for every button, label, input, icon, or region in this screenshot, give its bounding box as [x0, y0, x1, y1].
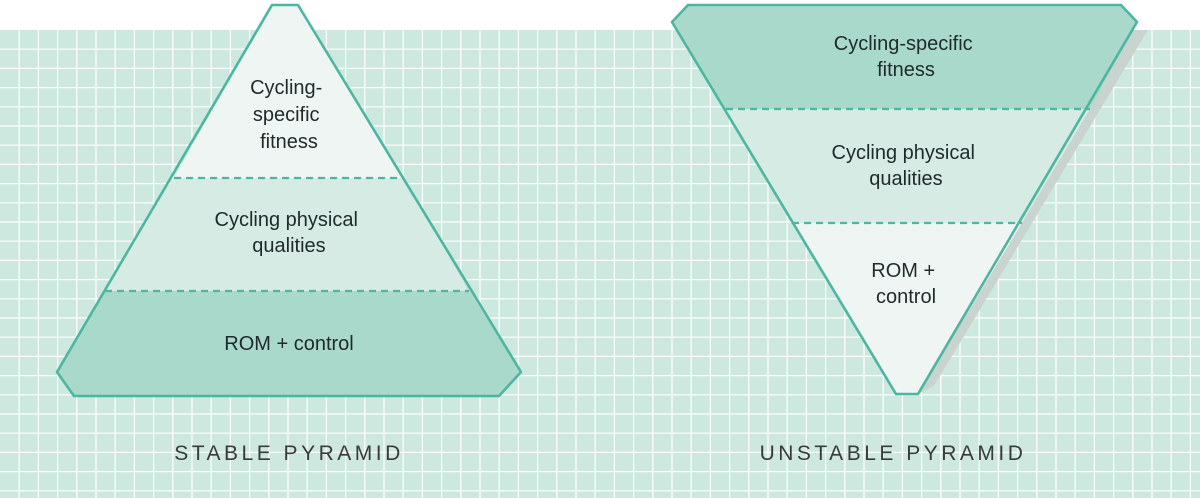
stable-pyramid: Cycling- specific fitness Cycling physic…	[55, 3, 523, 465]
unstable-middle-line-2: qualities	[869, 168, 942, 190]
stable-middle-line-2: qualities	[252, 235, 325, 257]
unstable-top-line-2: fitness	[877, 59, 935, 81]
unstable-tier-middle	[726, 109, 1090, 223]
unstable-pyramid-caption: UNSTABLE PYRAMID	[760, 442, 1027, 465]
unstable-bottom-line-2: control	[876, 286, 936, 308]
stable-tier-top	[174, 5, 404, 178]
unstable-tier-top	[672, 5, 1137, 109]
unstable-pyramid-shadow	[918, 30, 1148, 394]
unstable-middle-label: Cycling physical qualities	[832, 142, 981, 190]
unstable-bottom-label: ROM + control	[871, 260, 940, 308]
stable-top-line-3: fitness	[260, 131, 318, 153]
stable-pyramid-outline	[55, 3, 523, 398]
stable-tier-bottom	[57, 291, 521, 396]
unstable-top-label: Cycling-specific fitness	[834, 33, 979, 81]
unstable-middle-line-1: Cycling physical	[832, 142, 975, 164]
unstable-bottom-line-1: ROM +	[871, 260, 935, 282]
stable-bottom-line-1: ROM + control	[224, 333, 353, 355]
stable-bottom-label: ROM + control	[224, 333, 353, 355]
unstable-tier-bottom	[792, 223, 1022, 394]
stable-pyramid-caption: STABLE PYRAMID	[174, 442, 404, 465]
unstable-top-line-1: Cycling-specific	[834, 33, 973, 55]
unstable-pyramid-outline	[670, 3, 1139, 396]
stable-middle-line-1: Cycling physical	[215, 209, 358, 231]
stable-top-line-2: specific	[253, 104, 320, 126]
stable-top-line-1: Cycling-	[250, 77, 322, 99]
stable-tier-middle	[105, 178, 469, 291]
stable-middle-label: Cycling physical qualities	[215, 209, 364, 257]
stable-top-label: Cycling- specific fitness	[250, 77, 328, 153]
unstable-pyramid: Cycling-specific fitness Cycling physica…	[670, 3, 1148, 465]
